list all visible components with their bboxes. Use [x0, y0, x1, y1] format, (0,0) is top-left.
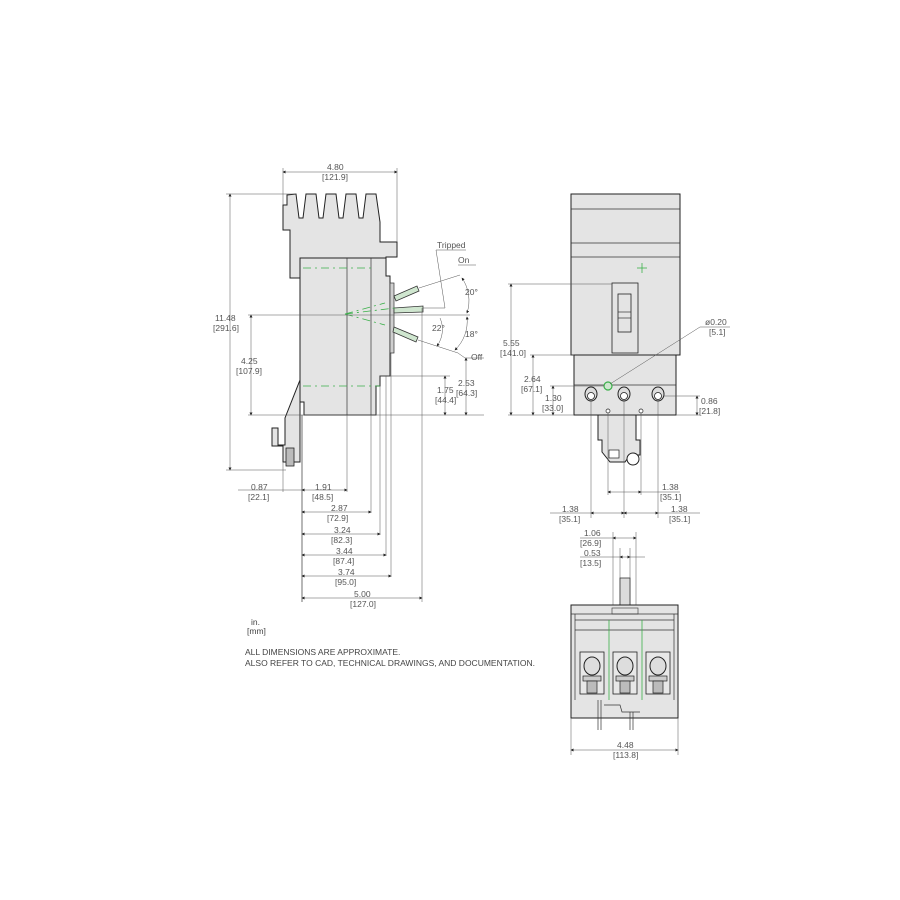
- angle-off: 18°: [465, 329, 478, 339]
- label-off: Off: [471, 352, 483, 362]
- bottom-view: 1.06 [26.9] 0.53 [13.5]: [570, 528, 679, 760]
- dim-448-mm: [113.8]: [613, 750, 638, 760]
- dim-106-in: 1.06: [584, 528, 601, 538]
- dim-handle-height-in: 4.25: [241, 356, 258, 366]
- dim-height-mm: [291.6]: [213, 323, 239, 333]
- terminal-screws: [584, 386, 665, 402]
- dim-depth-1-mm: [48.5]: [312, 492, 333, 502]
- dim-pole-3-in: 1.38: [671, 504, 688, 514]
- handle-on: [393, 285, 420, 302]
- breaker-body: [299, 257, 391, 416]
- note-approximate: ALL DIMENSIONS ARE APPROXIMATE.: [245, 647, 400, 657]
- units-mm: [mm]: [247, 626, 266, 636]
- dim-087-in: 0.87: [251, 482, 268, 492]
- dim-pole-2-in: 1.38: [562, 504, 579, 514]
- dim-width-in: 4.80: [327, 162, 344, 172]
- angle-tripped: 22°: [432, 323, 445, 333]
- side-view: Tripped On Off 20° 22° 18° 4.80 [121.9] …: [213, 162, 484, 609]
- dim-hole-dia-mm: [5.1]: [709, 327, 726, 337]
- dim-depth-6-in: 5.00: [354, 589, 371, 599]
- dim-handle-height-mm: [107.9]: [236, 366, 262, 376]
- dim-depth-5-in: 3.74: [338, 567, 355, 577]
- angle-on: 20°: [465, 287, 478, 297]
- dim-depth-2-mm: [72.9]: [327, 513, 348, 523]
- dim-depth-5-mm: [95.0]: [335, 577, 356, 587]
- dim-555-mm: [141.0]: [500, 348, 526, 358]
- label-on: On: [458, 255, 470, 265]
- dim-264-in: 2.64: [524, 374, 541, 384]
- units-in: in.: [251, 617, 260, 627]
- dim-087-mm: [22.1]: [248, 492, 269, 502]
- dim-pole-1-in: 1.38: [662, 482, 679, 492]
- handle-stem: [619, 577, 631, 609]
- dim-253-mm: [64.3]: [456, 388, 477, 398]
- dim-175-in: 1.75: [437, 385, 454, 395]
- dim-106-mm: [26.9]: [580, 538, 601, 548]
- handle-off: [392, 326, 419, 343]
- dim-253-in: 2.53: [458, 378, 475, 388]
- dim-pole-2-mm: [35.1]: [559, 514, 580, 524]
- label-tripped: Tripped: [437, 240, 466, 250]
- dim-pole-1-mm: [35.1]: [660, 492, 681, 502]
- dim-086-in: 0.86: [701, 396, 718, 406]
- dim-depth-6-mm: [127.0]: [350, 599, 376, 609]
- dim-130-mm: [33.0]: [542, 403, 563, 413]
- dim-053-mm: [13.5]: [580, 558, 601, 568]
- front-view: ø0.20 [5.1] 5.55 [141.0] 2.64 [67.1] 1.3…: [500, 193, 730, 524]
- dim-height-in: 11.48: [215, 313, 236, 323]
- dim-width-mm: [121.9]: [322, 172, 348, 182]
- dim-pole-3-mm: [35.1]: [669, 514, 690, 524]
- notes: in. [mm] ALL DIMENSIONS ARE APPROXIMATE.…: [245, 617, 535, 668]
- dim-053-in: 0.53: [584, 548, 601, 558]
- dim-depth-3-mm: [82.3]: [331, 535, 352, 545]
- dim-depth-4-in: 3.44: [336, 546, 353, 556]
- dim-hole-dia-in: ø0.20: [705, 317, 727, 327]
- dim-depth-2-in: 2.87: [331, 503, 348, 513]
- dim-264-mm: [67.1]: [521, 384, 542, 394]
- handle-tripped: [393, 305, 424, 314]
- dim-086-mm: [21.8]: [699, 406, 720, 416]
- dim-depth-1-in: 1.91: [315, 482, 332, 492]
- dim-depth-3-in: 3.24: [334, 525, 351, 535]
- dim-555-in: 5.55: [503, 338, 520, 348]
- note-refer: ALSO REFER TO CAD, TECHNICAL DRAWINGS, A…: [245, 658, 535, 668]
- lug-terminals: [579, 651, 671, 695]
- dim-448-in: 4.48: [617, 740, 634, 750]
- dim-130-in: 1.30: [545, 393, 562, 403]
- dim-depth-4-mm: [87.4]: [333, 556, 354, 566]
- dim-175-mm: [44.4]: [435, 395, 456, 405]
